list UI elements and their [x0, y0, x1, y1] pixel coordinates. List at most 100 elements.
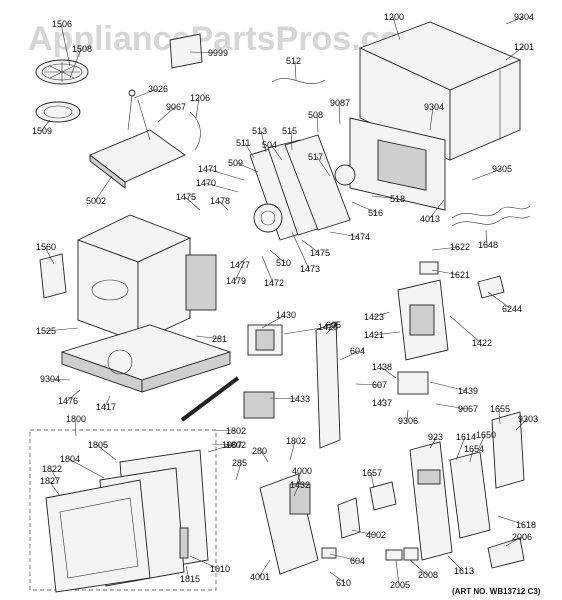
roller-ring [35, 101, 81, 123]
leader-line [406, 409, 409, 422]
door-latch-assembly [249, 134, 356, 241]
callout-label: 9304 [40, 374, 60, 384]
leader-line [505, 46, 524, 61]
leader-line [497, 515, 526, 526]
leader-line [290, 130, 293, 151]
leader-line [44, 246, 55, 265]
turntable-rack [35, 59, 89, 85]
leader-line [371, 195, 400, 200]
leader-lines [40, 16, 528, 586]
leader-line [211, 429, 236, 432]
callout-label: 1621 [450, 270, 470, 280]
leader-line [380, 366, 397, 379]
callout-label: 517 [308, 152, 323, 162]
leader-line [515, 418, 528, 431]
leader-line [294, 60, 297, 81]
leader-line [329, 571, 346, 584]
back-plate [349, 117, 446, 211]
transformer [247, 324, 283, 356]
leader-line [206, 168, 245, 181]
callout-label: 1470 [196, 178, 216, 188]
callout-label: 508 [308, 110, 323, 120]
callout-label: 518 [390, 194, 405, 204]
callout-label: 509 [228, 158, 243, 168]
callout-label: 1437 [372, 398, 392, 408]
callout-label: 2005 [390, 580, 410, 590]
callout-label: 1822 [42, 464, 62, 474]
leader-line [429, 436, 438, 449]
fan-motor [397, 371, 429, 395]
callout-label: 1827 [40, 476, 60, 486]
leader-line [505, 16, 524, 25]
part-2005 [385, 549, 403, 561]
leader-line [40, 119, 51, 132]
leader-line [505, 536, 522, 547]
leader-line [234, 261, 245, 282]
callout-label: 1655 [490, 404, 510, 414]
callout-label: 2008 [418, 570, 438, 580]
leader-line [355, 383, 382, 386]
callout-label: 1423 [364, 312, 384, 322]
leader-line [48, 480, 61, 497]
callout-label: 1433 [290, 394, 310, 404]
label-card [169, 33, 203, 69]
callout-label: 1613 [454, 566, 474, 576]
callout-label: 1802 [286, 436, 306, 446]
callout-label: 285 [232, 458, 247, 468]
leader-line [238, 257, 247, 266]
leader-line [429, 381, 468, 392]
callout-label: 1654 [464, 444, 484, 454]
leader-line [485, 229, 488, 246]
side-panel [39, 253, 67, 299]
leader-line [261, 255, 274, 284]
leader-line [195, 97, 200, 119]
callout-label: 9067 [458, 404, 478, 414]
leader-line [235, 462, 242, 481]
leader-line [289, 440, 296, 461]
leader-line [104, 395, 111, 408]
leader-line [258, 559, 271, 578]
leader-line [269, 397, 300, 400]
art-number: (ART NO. WB13712 C3) [452, 587, 541, 596]
leader-line [449, 315, 482, 344]
part-604 [321, 547, 337, 559]
callout-label: 4001 [250, 572, 270, 582]
latch-board [315, 321, 341, 449]
leader-line [50, 468, 59, 483]
leader-line [498, 408, 501, 425]
leader-line [96, 444, 117, 461]
leader-line [295, 470, 302, 487]
control-panel [409, 441, 453, 561]
callout-label: 1648 [478, 240, 498, 250]
callout-label: 515 [282, 126, 297, 136]
callout-label: 1804 [60, 454, 80, 464]
leader-line [283, 326, 328, 335]
callout-label: 3026 [148, 84, 168, 94]
part-1657 [369, 481, 397, 511]
callout-label: 1421 [364, 330, 384, 340]
harness-1648 [451, 205, 531, 219]
callout-label: 511 [236, 138, 250, 148]
leader-line [372, 331, 401, 336]
leader-line [431, 246, 460, 251]
leader-line [244, 142, 255, 159]
callout-label: 1815 [180, 574, 200, 584]
callout-label: 1509 [32, 126, 52, 136]
leader-line [269, 249, 286, 264]
callout-label: 1439 [458, 386, 478, 396]
leader-line [261, 314, 286, 329]
callout-label: 9087 [330, 98, 350, 108]
callout-label: 1508 [72, 44, 92, 54]
leader-line [260, 130, 267, 153]
callout-label: 1802 [226, 426, 246, 436]
leader-line [435, 403, 468, 410]
leader-line [195, 335, 222, 340]
leader-line [392, 16, 401, 41]
cover-plate [89, 89, 201, 189]
callout-label: 4002 [366, 530, 386, 540]
callout-label: 1479 [226, 276, 246, 286]
callout-label: 9304 [424, 102, 444, 112]
leader-line [395, 559, 400, 586]
callout-label: 1525 [36, 326, 56, 336]
